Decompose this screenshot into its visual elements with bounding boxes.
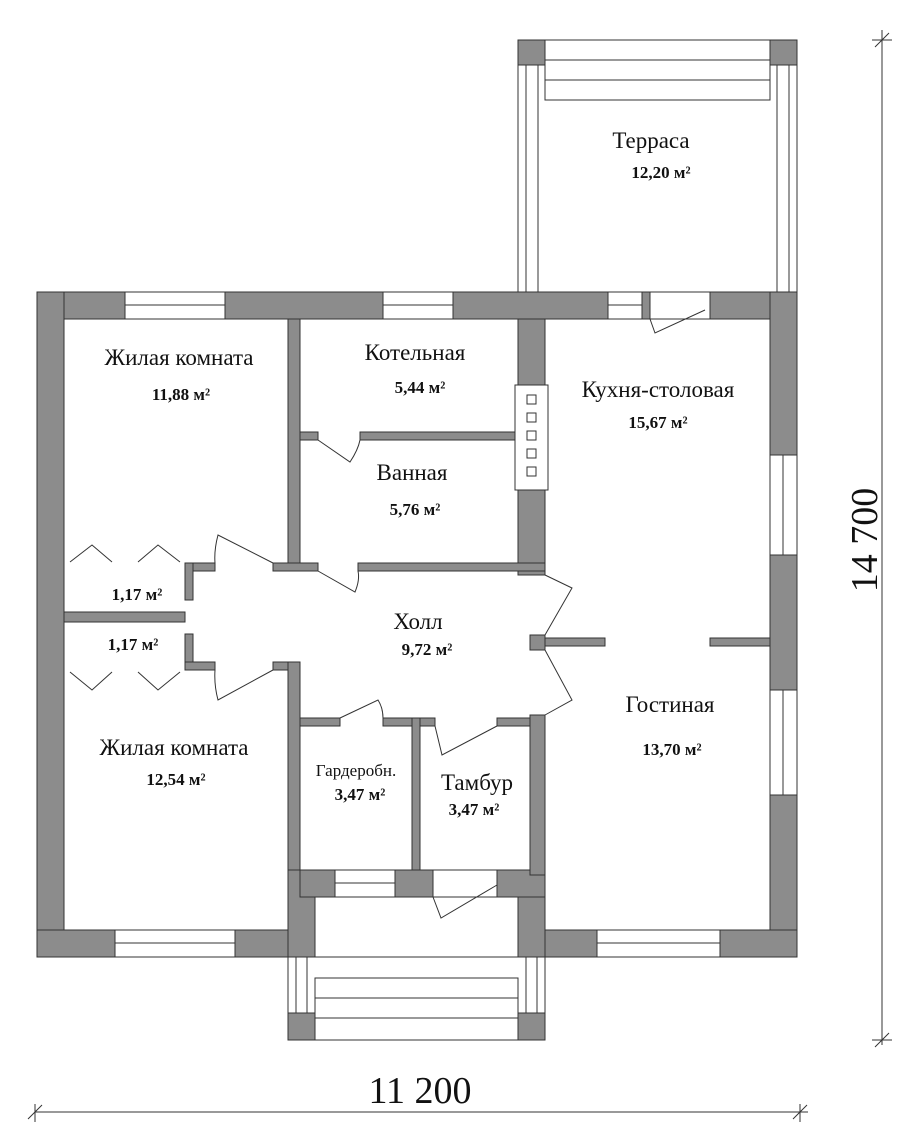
- terrace: [517, 39, 798, 293]
- room-name-living: Гостиная: [625, 692, 714, 717]
- dimension-height: 14 700: [844, 30, 892, 1048]
- width-dimension-label: 11 200: [368, 1070, 471, 1112]
- room-area-living: 13,70 м²: [642, 740, 701, 759]
- porch-steps: [314, 977, 519, 1041]
- room-area-bedroom-2: 12,54 м²: [146, 770, 205, 789]
- terrace-steps: [544, 39, 771, 101]
- room-name-hall: Холл: [393, 609, 442, 634]
- room-area-bedroom-1: 11,88 м²: [152, 385, 210, 404]
- interior-walls: [63, 318, 771, 876]
- room-name-bedroom-2: Жилая комната: [99, 735, 248, 760]
- windows: [114, 291, 798, 958]
- porch: [287, 956, 546, 1041]
- room-area-boiler: 5,44 м²: [395, 378, 446, 397]
- room-area-vestibule: 3,47 м²: [449, 800, 500, 819]
- room-name-wardrobe: Гардеробн.: [316, 761, 396, 780]
- room-area-terrace: 12,20 м²: [631, 163, 690, 182]
- room-area-hall: 9,72 м²: [402, 640, 453, 659]
- height-dimension-label: 14 700: [844, 488, 886, 593]
- room-name-vestibule: Тамбур: [441, 770, 513, 795]
- room-area-bathroom: 5,76 м²: [390, 500, 441, 519]
- room-name-kitchen: Кухня-столовая: [582, 377, 735, 402]
- room-name-bathroom: Ванная: [377, 460, 448, 485]
- room-name-boiler: Котельная: [365, 340, 466, 365]
- room-labels: Терраса 12,20 м² Жилая комната 11,88 м² …: [99, 128, 734, 819]
- room-area-closet-2: 1,17 м²: [108, 635, 159, 654]
- doors: [69, 309, 706, 919]
- room-area-closet-1: 1,17 м²: [112, 585, 163, 604]
- room-name-bedroom-1: Жилая комната: [104, 345, 253, 370]
- room-area-wardrobe: 3,47 м²: [335, 785, 386, 804]
- room-area-kitchen: 15,67 м²: [628, 413, 687, 432]
- dimension-width: 11 200: [27, 1070, 808, 1122]
- room-name-terrace: Терраса: [612, 128, 689, 153]
